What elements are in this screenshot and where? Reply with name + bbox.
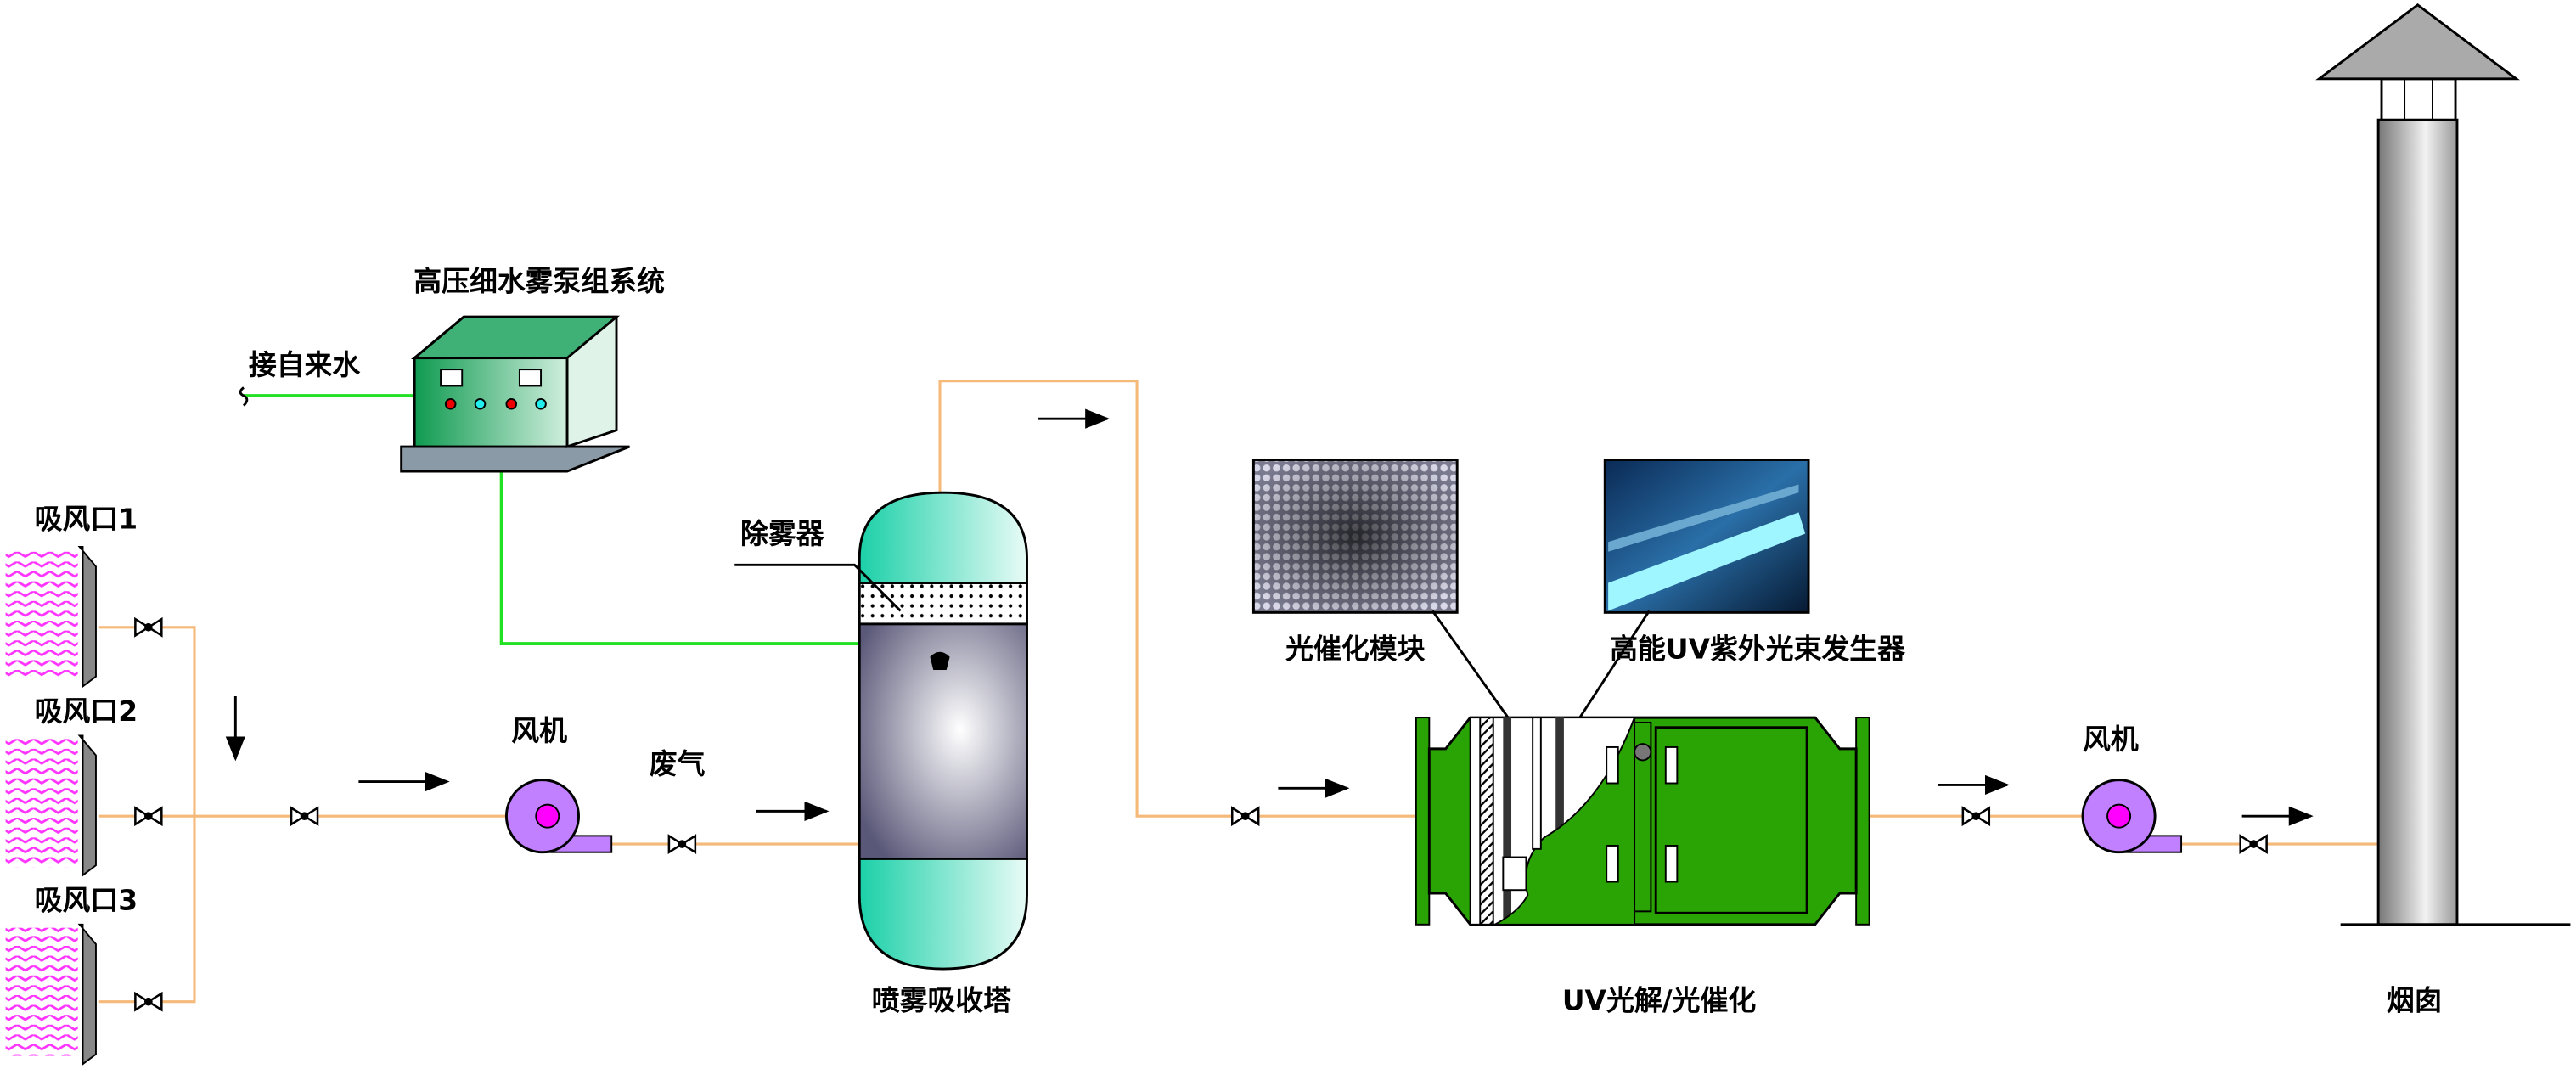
tap-water-label: 接自来水 (249, 348, 361, 381)
pipework (98, 380, 2379, 1004)
uv-lamp-image (1603, 459, 1810, 614)
break-symbol (239, 386, 249, 407)
waste-gas-label: 废气 (650, 747, 706, 780)
uv-generator-label: 高能UV紫外光束发生器 (1610, 633, 1906, 666)
air-inlet-2 (5, 734, 97, 877)
inlet-2-label: 吸风口2 (35, 695, 138, 728)
chimney (2315, 3, 2571, 926)
valve-icon (134, 992, 163, 1011)
demister-leader-line (734, 563, 902, 612)
inlet-1-label: 吸风口1 (35, 503, 138, 536)
valve-icon (1961, 807, 1991, 826)
valve-icon (134, 807, 163, 826)
demister-label: 除雾器 (740, 517, 825, 550)
fan-2-icon (2081, 779, 2183, 854)
high-pressure-mist-pump-unit (400, 315, 631, 473)
uv-unit-label: UV光解/光催化 (1562, 983, 1757, 1016)
valves (134, 617, 2268, 1011)
valve-icon (134, 617, 163, 637)
spray-tower-label: 喷雾吸收塔 (872, 983, 1011, 1016)
valve-icon (2239, 835, 2268, 853)
pump-system-label: 高压细水雾泵组系统 (413, 264, 665, 297)
air-inlets (5, 546, 97, 1066)
spray-absorption-tower (858, 491, 1028, 971)
chimney-label: 烟囱 (2387, 983, 2443, 1016)
uv-photolysis-unit (1251, 459, 1870, 926)
fan-1-icon (504, 779, 613, 854)
valve-icon (1230, 807, 1260, 826)
flow-arrows (225, 408, 2314, 826)
spray-nozzle-icon (930, 651, 950, 671)
valve-icon (667, 835, 697, 853)
inlet-3-label: 吸风口3 (35, 883, 138, 916)
valve-icon (290, 807, 319, 826)
air-inlet-3 (5, 923, 97, 1066)
fan-2-label: 风机 (2083, 723, 2139, 756)
air-inlet-1 (5, 546, 97, 689)
fan-1-label: 风机 (511, 714, 567, 747)
photocatalyst-module-label: 光催化模块 (1285, 633, 1425, 666)
